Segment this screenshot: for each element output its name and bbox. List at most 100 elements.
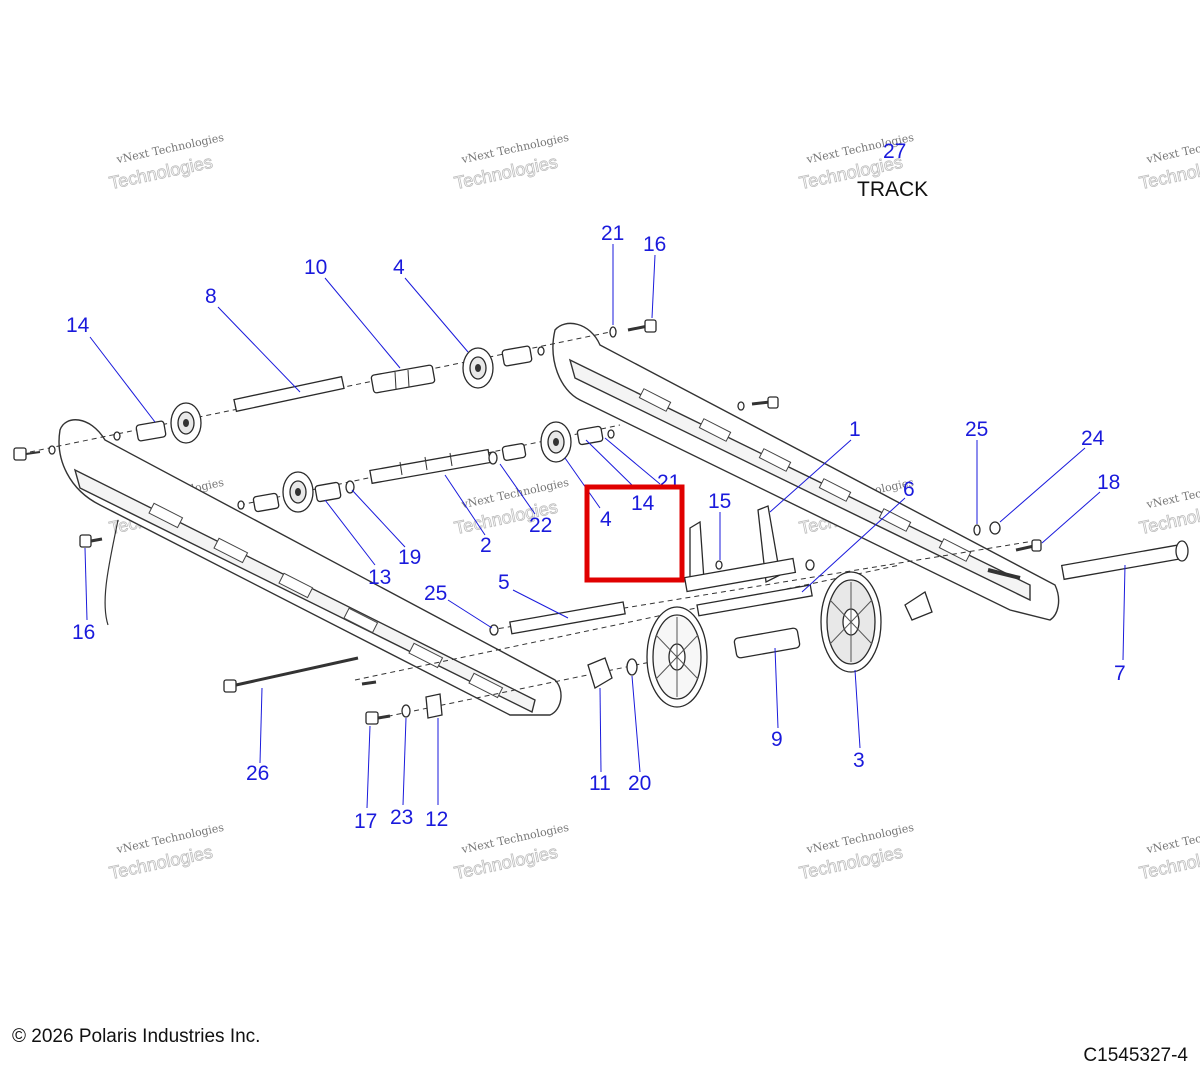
washer-23 [401,704,411,718]
callout-24[interactable]: 24 [1081,427,1105,450]
washer-21-upper [609,326,617,338]
rear-wheel-3-left [646,606,708,708]
idler-wheel-4-upper [462,347,494,389]
svg-text:vNext Technologies: vNext Technologies [1144,476,1200,512]
plate-12 [425,693,443,719]
idler-wheel-13 [282,471,314,513]
spacer-22 [501,443,527,461]
bolt-17 [365,711,391,725]
callout-20[interactable]: 20 [628,772,651,795]
callout-18[interactable]: 18 [1097,471,1120,494]
spacer-14 [135,420,167,442]
washer-25-lower [489,624,499,636]
callout-3[interactable]: 3 [853,749,865,772]
callout-5[interactable]: 5 [498,571,510,594]
spacer-9 [733,627,801,659]
callout-16-upper[interactable]: 16 [643,233,666,256]
callout-21-upper[interactable]: 21 [601,222,624,245]
callout-27[interactable]: 27 [883,140,906,163]
watermark: vNext Technologies Technologies [452,821,570,884]
washer-left [113,431,121,441]
shaft-6 [696,584,813,617]
right-rail [552,322,1060,621]
watermark: vNext Technologies Technologies [1137,476,1200,539]
left-rail [58,419,562,716]
bracket-assembly-1 [683,505,815,593]
callout-14-left[interactable]: 14 [66,314,90,337]
left-rail-slots [148,502,504,699]
spacer-14-middle [576,425,604,446]
washer-25-upper [973,524,981,536]
ring-22 [488,451,498,465]
callout-7[interactable]: 7 [1114,662,1126,685]
highlight-box [584,484,685,583]
spacer-19-a [314,481,342,503]
callout-14-middle[interactable]: 14 [631,492,655,515]
upper-shaft-assembly [13,319,657,461]
fastener-15 [715,560,723,570]
rail-strap [104,519,119,626]
callout-19[interactable]: 19 [398,546,421,569]
tension-bolt-right [987,568,1021,580]
callout-2[interactable]: 2 [480,534,492,557]
document-number: C1545327-4 [1083,1045,1188,1066]
svg-text:vNext Technologies: vNext Technologies [1144,821,1200,857]
callout-10[interactable]: 10 [304,256,327,279]
watermark: vNext Technologies Technologies [452,131,570,194]
middle-shaft-assembly [237,421,615,513]
watermark: vNext Technologies Technologies [107,131,225,194]
callout-26[interactable]: 26 [246,762,269,785]
spacer-10 [370,364,436,394]
washer-20 [626,658,638,676]
callout-15[interactable]: 15 [708,490,731,513]
callout-12[interactable]: 12 [425,808,448,831]
washer-rail-right [737,401,745,411]
watermark: vNext Technologies Technologies [1137,131,1200,194]
watermark: vNext Technologies Technologies [452,476,570,539]
callout-13[interactable]: 13 [368,566,391,589]
callout-25-lower[interactable]: 25 [424,582,447,605]
washer-bracket [805,559,815,571]
copyright-notice: © 2026 Polaris Industries Inc. [12,1026,261,1047]
bolt-rail-right [751,396,779,409]
callout-4-middle[interactable]: 4 [600,508,612,531]
callout-17[interactable]: 17 [354,810,377,833]
callout-6[interactable]: 6 [903,478,915,501]
leader-lines [84,244,1126,809]
callout-21-middle[interactable]: 21 [657,471,680,494]
idler-wheel-14-left [170,402,202,444]
rear-wheel-3-right [820,571,882,673]
washer-upper [537,346,545,356]
bracket-crossbar [683,557,797,593]
watermark: vNext Technologies Technologies [797,821,915,884]
idler-wheel-4-middle [540,421,572,463]
callout-4-upper[interactable]: 4 [393,256,405,279]
washer-left-outer [48,445,56,455]
axle-7 [1060,540,1189,581]
callout-23[interactable]: 23 [390,806,413,829]
nut-24 [989,521,1001,535]
bolt-left-upper [13,447,41,461]
bolt-lower [361,680,377,686]
bolt-16-upper [627,319,657,333]
callout-8[interactable]: 8 [205,285,217,308]
bolt-16-left [79,534,103,548]
callout-1[interactable]: 1 [849,418,861,441]
callout-9[interactable]: 9 [771,728,783,751]
bolt-18 [1015,539,1042,552]
adjuster-right [904,591,933,621]
track-label: TRACK [857,178,928,201]
spacer-13 [252,492,280,513]
shaft-2 [369,448,492,485]
watermark: vNext Technologies Technologies [107,821,225,884]
callout-22[interactable]: 22 [529,514,552,537]
callout-25-upper[interactable]: 25 [965,418,988,441]
svg-text:vNext Technologies: vNext Technologies [1144,131,1200,167]
spacer-upper [501,345,533,367]
callout-11[interactable]: 11 [589,772,611,795]
adjuster-11 [587,657,613,689]
callouts: 27 21 16 10 4 8 14 1 25 24 21 14 15 6 18… [66,140,1126,833]
callout-16-left[interactable]: 16 [72,621,95,644]
long-bolt-26 [223,656,359,693]
